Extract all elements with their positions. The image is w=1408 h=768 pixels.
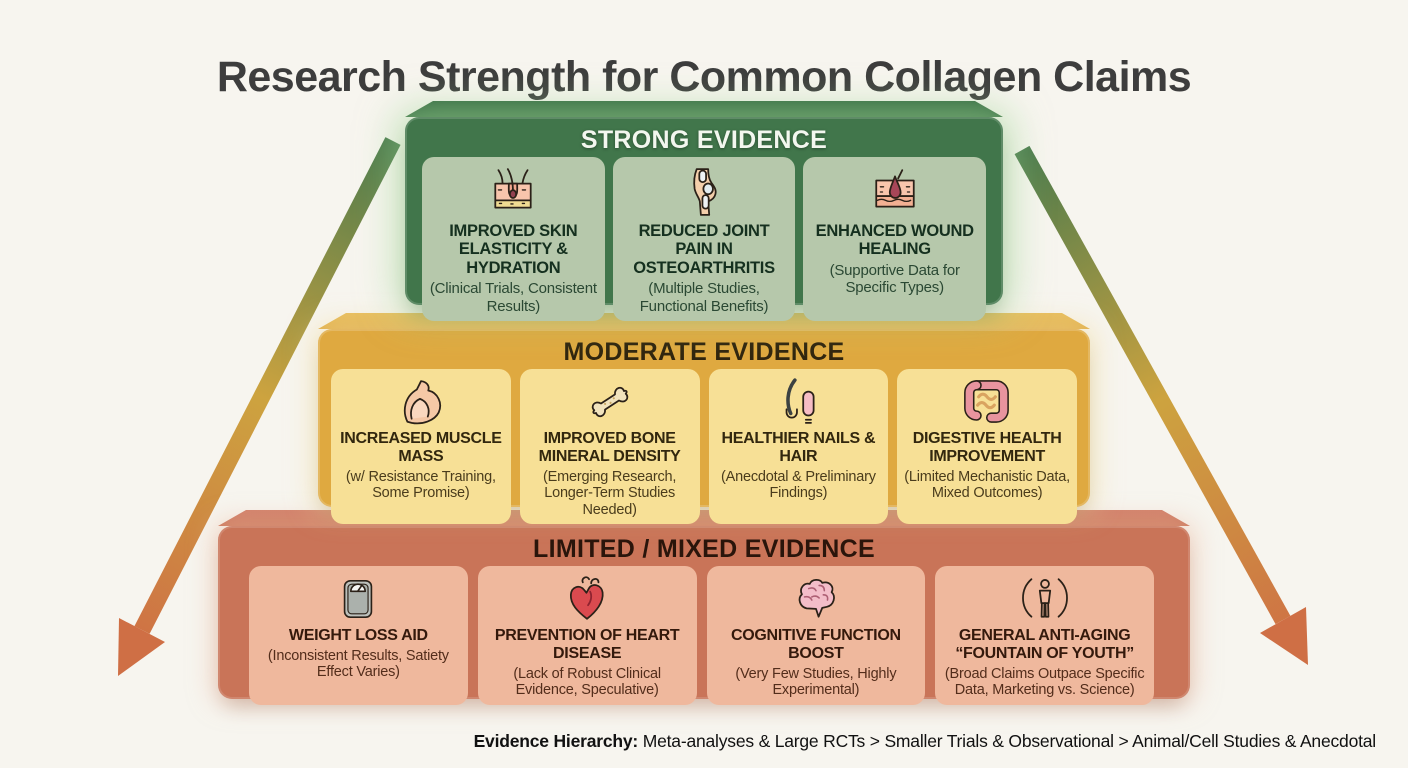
wound-healing-icon <box>870 165 920 219</box>
claim-card: COGNITIVE FUNCTION BOOST(Very Few Studie… <box>706 566 926 705</box>
bone-icon <box>585 377 635 427</box>
tier-moderate-cards: INCREASED MUSCLE MASS(w/ Resistance Trai… <box>331 369 1077 525</box>
claim-title: DIGESTIVE HEALTH IMPROVEMENT <box>912 430 1062 465</box>
muscle-arm-icon <box>396 377 446 427</box>
claim-card: ENHANCED WOUND HEALING(Supportive Data f… <box>803 157 987 321</box>
tier-strong-evidence: STRONG EVIDENCE IMPROVED SKIN ELASTICITY… <box>405 101 1003 321</box>
claim-title: PREVENTION OF HEART DISEASE <box>494 627 680 662</box>
claim-card: DIGESTIVE HEALTH IMPROVEMENT(Limited Mec… <box>897 369 1077 525</box>
claim-title: COGNITIVE FUNCTION BOOST <box>731 627 901 662</box>
tier-limited-cards: WEIGHT LOSS AID (Inconsistent Results, Sa… <box>249 566 1154 705</box>
claim-title: REDUCED JOINT PAIN IN OSTEOARTHRITIS <box>633 222 775 277</box>
tier-moderate-header: MODERATE EVIDENCE <box>563 338 845 366</box>
tier-limited-evidence: LIMITED / MIXED EVIDENCE WEIGHT LOSS AID… <box>218 510 1190 705</box>
claim-title: INCREASED MUSCLE MASS <box>340 430 502 465</box>
claim-title: WEIGHT LOSS AID <box>288 627 428 644</box>
claim-note: (Broad Claims Outpace Specific Data, Mar… <box>944 665 1145 699</box>
tier-strong-header: STRONG EVIDENCE <box>580 126 828 154</box>
claim-note: (Emerging Research, Longer-Term Studies … <box>543 468 677 518</box>
brain-icon <box>791 574 841 624</box>
claim-card: IMPROVED SKIN ELASTICITY & HYDRATION(Cli… <box>422 157 605 321</box>
tier-limited-header: LIMITED / MIXED EVIDENCE <box>533 535 875 563</box>
claim-title: GENERAL ANTI-AGING “FOUNTAIN OF YOUTH” <box>955 627 1134 662</box>
claim-card: IMPROVED BONE MINERAL DENSITY(Emerging R… <box>519 369 700 525</box>
claim-note: (Anecdotal & Preliminary Findings) <box>720 468 876 502</box>
claim-title: IMPROVED BONE MINERAL DENSITY <box>538 430 681 465</box>
claim-card: GENERAL ANTI-AGING “FOUNTAIN OF YOUTH”(B… <box>935 566 1154 705</box>
claim-title: ENHANCED WOUND HEALING <box>815 222 974 259</box>
anti-aging-person-icon <box>1020 574 1070 624</box>
claim-note: (Very Few Studies, Highly Experimental) <box>735 665 897 699</box>
claim-note: (Lack of Robust Clinical Evidence, Specu… <box>513 665 661 699</box>
claim-note: (Supportive Data for Specific Types) <box>829 261 960 297</box>
claim-card: WEIGHT LOSS AID (Inconsistent Results, Sa… <box>249 566 468 705</box>
claim-note: (Inconsistent Results, Satiety Effect Va… <box>267 647 449 681</box>
knee-joint-icon <box>679 165 729 219</box>
claim-card: REDUCED JOINT PAIN IN OSTEOARTHRITIS(Mul… <box>612 157 796 321</box>
claim-card: INCREASED MUSCLE MASS(w/ Resistance Trai… <box>331 369 511 525</box>
evidence-hierarchy-footnote: Evidence Hierarchy: Meta-analyses & Larg… <box>473 731 1377 752</box>
tier-top-bevel <box>405 101 1003 117</box>
footnote-label: Evidence Hierarchy: <box>473 731 639 751</box>
footnote-text: Meta-analyses & Large RCTs > Smaller Tri… <box>638 731 1376 751</box>
claim-card: PREVENTION OF HEART DISEASE(Lack of Robu… <box>477 566 697 705</box>
claim-note: (Multiple Studies, Functional Benefits) <box>639 280 769 315</box>
claim-note: (w/ Resistance Training, Some Promise) <box>345 468 496 502</box>
heart-icon <box>562 574 612 624</box>
claim-card: HEALTHIER NAILS & HAIR(Anecdotal & Preli… <box>708 369 889 525</box>
scale-icon <box>335 574 381 624</box>
claim-title: HEALTHIER NAILS & HAIR <box>721 430 876 465</box>
skin-layers-icon <box>488 165 538 219</box>
tier-strong-cards: IMPROVED SKIN ELASTICITY & HYDRATION(Cli… <box>422 157 987 321</box>
claim-title: IMPROVED SKIN ELASTICITY & HYDRATION <box>449 222 578 277</box>
tier-moderate-evidence: MODERATE EVIDENCE INCREASED MUSCLE MASS(… <box>318 313 1090 525</box>
claim-note: (Limited Mechanistic Data, Mixed Outcome… <box>904 468 1070 502</box>
hair-nail-icon <box>773 377 823 427</box>
intestine-icon <box>962 377 1012 427</box>
claim-note: (Clinical Trials, Consistent Results) <box>429 280 597 315</box>
page-title: Research Strength for Common Collagen Cl… <box>216 52 1192 101</box>
